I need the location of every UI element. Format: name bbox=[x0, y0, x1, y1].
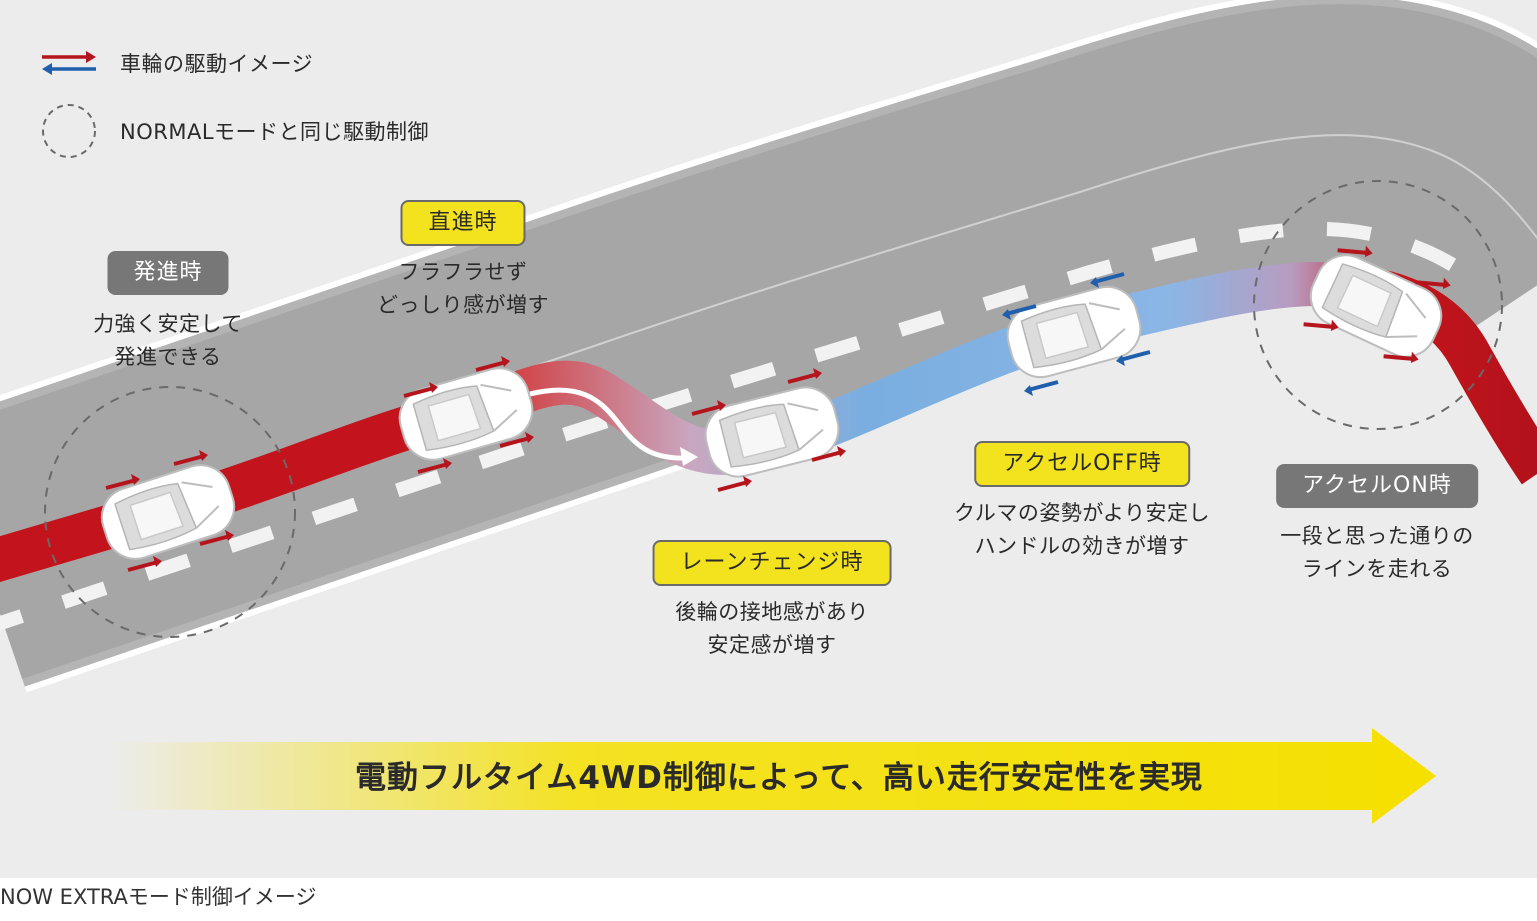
desc-lane-change-line-1: 後輪の接地感があり bbox=[675, 600, 869, 624]
normal-mode-circle-start bbox=[44, 386, 296, 638]
tag-accel-on: アクセルON時 bbox=[1276, 464, 1478, 508]
regen-arrow bbox=[1022, 380, 1060, 398]
dashed-circle-icon bbox=[40, 102, 98, 160]
figure-caption: NOW EXTRAモード制御イメージ bbox=[0, 885, 317, 909]
road-inner-edge bbox=[0, 134, 1537, 550]
drive-arrow bbox=[716, 474, 754, 492]
desc-accel-off: クルマの姿勢がより安定し ハンドルの効きが増す bbox=[954, 497, 1210, 563]
tag-start: 発進時 bbox=[107, 251, 229, 295]
desc-accel-off-line-1: クルマの姿勢がより安定し bbox=[954, 501, 1210, 525]
drive-arrows-icon bbox=[40, 48, 98, 78]
desc-start-line-2: 発進できる bbox=[114, 345, 222, 369]
legend-normal-mode-label: NORMALモードと同じ駆動制御 bbox=[120, 120, 430, 144]
lane-change-arrowhead bbox=[680, 447, 698, 466]
desc-straight-line-1: フラフラせず bbox=[398, 260, 528, 284]
tag-accel-off: アクセルOFF時 bbox=[974, 441, 1190, 487]
desc-accel-on-line-1: 一段と思った通りの bbox=[1280, 524, 1474, 548]
desc-straight-line-2: どっしり感が増す bbox=[377, 293, 549, 317]
banner-text: 電動フルタイム4WD制御によって、高い走行安定性を実現 bbox=[355, 760, 1203, 796]
lane-dashes bbox=[0, 221, 1485, 631]
normal-mode-circle-accel-on bbox=[1253, 180, 1503, 430]
desc-start: 力強く安定して 発進できる bbox=[93, 308, 243, 374]
lane-change-arrow bbox=[529, 387, 691, 461]
legend-normal-mode: NORMALモードと同じ駆動制御 bbox=[40, 102, 429, 160]
banner-arrow bbox=[110, 728, 1436, 824]
legend-drive-label: 車輪の駆動イメージ bbox=[120, 52, 314, 76]
desc-accel-on: 一段と思った通りの ラインを走れる bbox=[1280, 520, 1474, 586]
tag-lane-change: レーンチェンジ時 bbox=[652, 540, 892, 586]
desc-straight: フラフラせず どっしり感が増す bbox=[377, 256, 549, 322]
desc-accel-on-line-2: ラインを走れる bbox=[1301, 557, 1453, 581]
desc-start-line-1: 力強く安定して bbox=[93, 312, 243, 336]
desc-accel-off-line-2: ハンドルの効きが増す bbox=[974, 534, 1190, 558]
road-scene bbox=[0, 0, 1537, 824]
desc-lane-change: 後輪の接地感があり 安定感が増す bbox=[675, 596, 869, 662]
tag-straight: 直進時 bbox=[400, 200, 526, 246]
diagram-canvas: 車輪の駆動イメージ NORMALモードと同じ駆動制御 発進時 力強く安定して 発… bbox=[0, 0, 1537, 878]
legend-drive: 車輪の駆動イメージ bbox=[40, 48, 313, 78]
desc-lane-change-line-2: 安定感が増す bbox=[707, 633, 837, 657]
